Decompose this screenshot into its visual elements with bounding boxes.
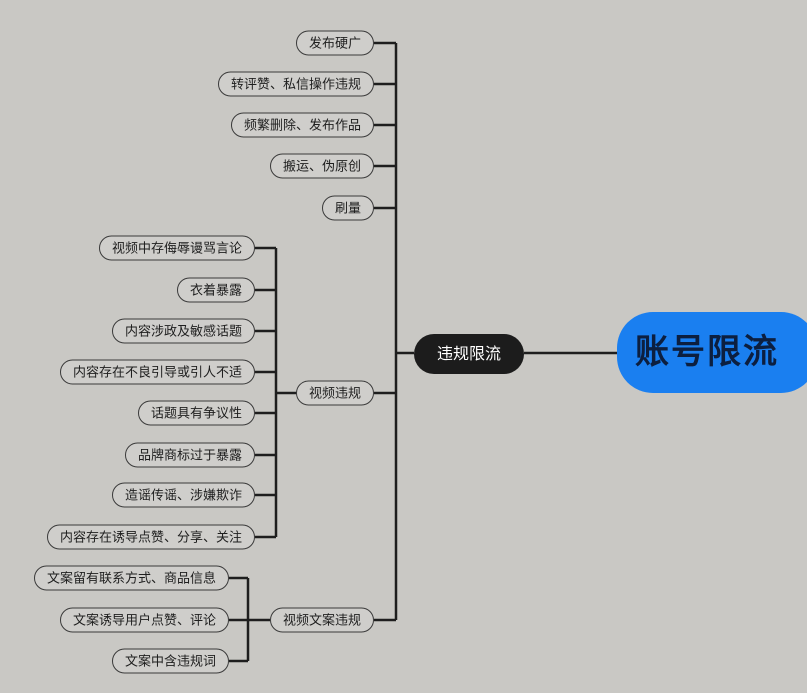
- node-video-item[interactable]: 视频中存侮辱谩骂言论: [98, 235, 255, 261]
- node-video-item[interactable]: 话题具有争议性: [137, 400, 255, 426]
- node-video-item[interactable]: 内容存在不良引导或引人不适: [59, 359, 255, 385]
- node-direct-item[interactable]: 发布硬广: [295, 30, 374, 56]
- node-video-item[interactable]: 内容涉政及敏感话题: [111, 318, 255, 344]
- node-video-item[interactable]: 造谣传谣、涉嫌欺诈: [111, 482, 255, 508]
- node-direct-item[interactable]: 刷量: [321, 195, 374, 221]
- center-node[interactable]: 违规限流: [414, 334, 524, 374]
- node-direct-item[interactable]: 搬运、伪原创: [269, 153, 374, 179]
- node-video-item[interactable]: 品牌商标过于暴露: [124, 442, 255, 468]
- node-copy-item[interactable]: 文案中含违规词: [111, 648, 229, 674]
- node-direct-item[interactable]: 频繁删除、发布作品: [230, 112, 374, 138]
- root-node[interactable]: 账号限流: [617, 312, 807, 393]
- node-video-item[interactable]: 衣着暴露: [176, 277, 255, 303]
- node-copy-violation[interactable]: 视频文案违规: [269, 607, 374, 633]
- node-direct-item[interactable]: 转评赞、私信操作违规: [217, 71, 374, 97]
- node-copy-item[interactable]: 文案诱导用户点赞、评论: [59, 607, 229, 633]
- node-video-violation[interactable]: 视频违规: [295, 380, 374, 406]
- node-copy-item[interactable]: 文案留有联系方式、商品信息: [33, 565, 229, 591]
- node-video-item[interactable]: 内容存在诱导点赞、分享、关注: [46, 524, 255, 550]
